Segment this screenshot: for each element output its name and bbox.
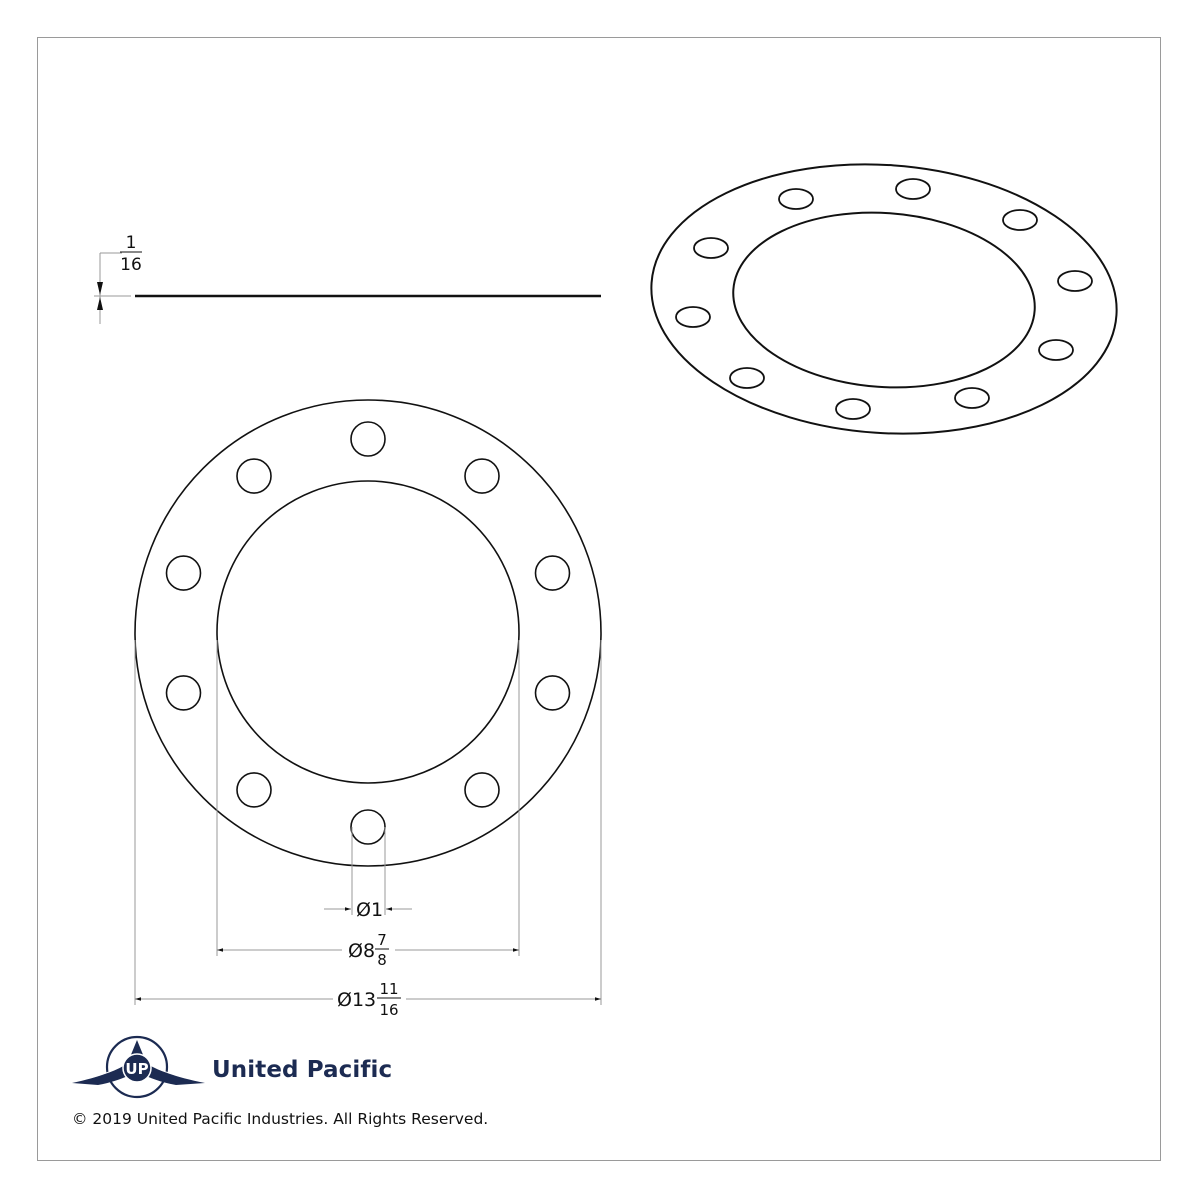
bolt-hole xyxy=(534,555,571,591)
bolt-hole xyxy=(729,367,765,389)
outer-diameter-denominator: 16 xyxy=(379,1001,398,1019)
inner-ellipse xyxy=(732,211,1036,389)
bolt-hole xyxy=(1038,339,1074,361)
svg-text:Ø13: Ø13 xyxy=(337,989,376,1011)
bolt-hole xyxy=(895,178,931,200)
diameter-symbol: Ø xyxy=(348,940,363,962)
inner-diameter-denominator: 8 xyxy=(377,951,387,969)
arrow-icon xyxy=(97,282,103,295)
brand-name: United Pacific xyxy=(212,1057,393,1083)
outer-diameter-whole: 13 xyxy=(352,989,376,1011)
arrow-icon xyxy=(97,297,103,310)
bolt-holes xyxy=(165,421,571,845)
bolt-hole xyxy=(464,772,500,808)
bolt-hole xyxy=(350,809,386,845)
bolt-hole xyxy=(954,387,990,409)
inner-diameter-numerator: 7 xyxy=(377,931,387,949)
logo-letters: UP xyxy=(125,1060,148,1078)
inner-diameter-whole: 8 xyxy=(363,940,375,962)
bolt-hole xyxy=(534,675,571,711)
bolt-hole xyxy=(778,188,814,210)
bolt-hole xyxy=(693,237,729,259)
thickness-denominator: 16 xyxy=(120,255,142,275)
bolt-hole xyxy=(675,306,711,328)
svg-text:Ø8: Ø8 xyxy=(348,940,375,962)
iso-bolt-holes xyxy=(675,178,1093,420)
diameter-symbol: Ø xyxy=(337,989,352,1011)
bolt-hole xyxy=(350,421,386,457)
bolt-hole xyxy=(1057,270,1093,292)
bolt-hole xyxy=(464,458,500,494)
outer-diameter-dimension: Ø13 11 16 xyxy=(135,980,601,1019)
extension-lines xyxy=(134,640,602,1005)
outer-ellipse xyxy=(650,163,1118,435)
top-view xyxy=(134,399,602,867)
bolt-hole xyxy=(236,772,272,808)
united-pacific-logo-icon: UP xyxy=(72,1035,205,1099)
bolt-hole xyxy=(1002,209,1038,231)
outer-circle xyxy=(134,399,602,867)
inner-diameter-dimension: Ø8 7 8 xyxy=(217,931,519,969)
bolt-hole-dimension: Ø1 xyxy=(324,899,412,921)
bolt-hole xyxy=(165,675,202,711)
inner-circle xyxy=(216,480,520,784)
bolt-hole xyxy=(236,458,272,494)
bolt-hole xyxy=(835,398,871,420)
bolt-hole-value: 1 xyxy=(371,899,383,921)
isometric-view xyxy=(650,163,1118,435)
diameter-symbol: Ø xyxy=(356,899,371,921)
drawing-frame xyxy=(37,37,1161,1161)
outer-diameter-numerator: 11 xyxy=(379,980,398,998)
bolt-hole xyxy=(165,555,202,591)
thickness-numerator: 1 xyxy=(126,233,137,253)
svg-text:Ø1: Ø1 xyxy=(356,899,383,921)
copyright-text: © 2019 United Pacific Industries. All Ri… xyxy=(72,1110,489,1128)
side-view: 1 16 xyxy=(94,233,601,324)
